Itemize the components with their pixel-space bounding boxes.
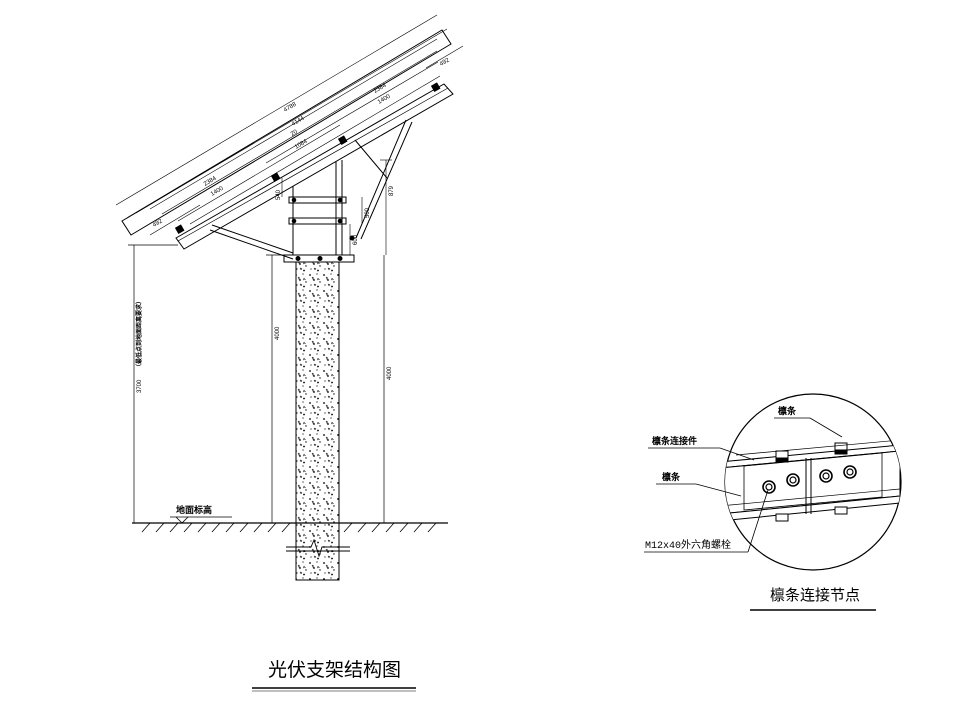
detail-leaders <box>644 417 843 553</box>
concrete-column <box>295 254 340 581</box>
dim-column-height-right: 4000 <box>387 366 393 380</box>
dim-column-height-left: 4000 <box>275 326 281 340</box>
dim-total-length: 4788 <box>283 101 298 113</box>
dim-brace-vertical: 879 <box>389 185 395 196</box>
ground-elevation-label: 地面标高 <box>176 504 212 516</box>
dim-center: 1084 <box>294 138 309 150</box>
detail-label-connector: 檩条连接件 <box>652 435 697 447</box>
ground-hatch <box>141 522 437 533</box>
pv-module <box>121 29 452 236</box>
column-height-dimensions: 4000 4000 <box>266 254 393 523</box>
dim-small-v2: 500 <box>365 207 371 218</box>
pv-panel-assembly <box>121 29 454 250</box>
detail-upper-line <box>735 439 901 456</box>
dim-small-v3: 600 <box>353 234 359 245</box>
dim-edge-left: 492 <box>152 218 164 229</box>
detail-title: 檩条连接节点 <box>770 586 860 604</box>
dim-clearance-note: （最低点到地面距离要求） <box>135 298 143 370</box>
panel-dimensions <box>115 14 464 236</box>
detail-bolts <box>762 465 857 494</box>
purlins <box>174 82 441 234</box>
column-break-line <box>286 538 350 558</box>
dim-gap: 20 <box>290 129 299 138</box>
ground-elevation-marker: 地面标高 <box>170 504 232 524</box>
detail-label-bolt: M12x40外六角螺栓 <box>645 538 731 552</box>
column-head-dimensions: 879 540 500 600 <box>276 159 395 255</box>
dim-small-v1: 540 <box>276 189 282 200</box>
main-structure: 地面标高 <box>115 14 464 692</box>
braces <box>209 119 413 260</box>
rafter-beam <box>175 83 454 250</box>
clearance-dimension: 3700 （最低点到地面距离要求） <box>128 244 178 523</box>
detail-label-purlin-top: 檩条 <box>778 405 797 417</box>
dim-upper-sub: 1400 <box>377 93 392 105</box>
dim-clearance: 3700 <box>137 379 143 393</box>
detail-connector-plate <box>743 452 883 511</box>
column-head-plates <box>283 160 355 263</box>
detail-nuts <box>775 442 848 522</box>
dim-lower-sub: 1400 <box>210 185 225 197</box>
detail-label-purlin: 檩条 <box>662 471 681 483</box>
purlin-connection-detail: 檩条 檩条连接件 檩条 M12x40外六角螺栓 檩条连接节点 <box>644 393 902 611</box>
dim-edge-right: 492 <box>439 57 451 68</box>
main-drawing-title: 光伏支架结构图 <box>268 659 401 681</box>
